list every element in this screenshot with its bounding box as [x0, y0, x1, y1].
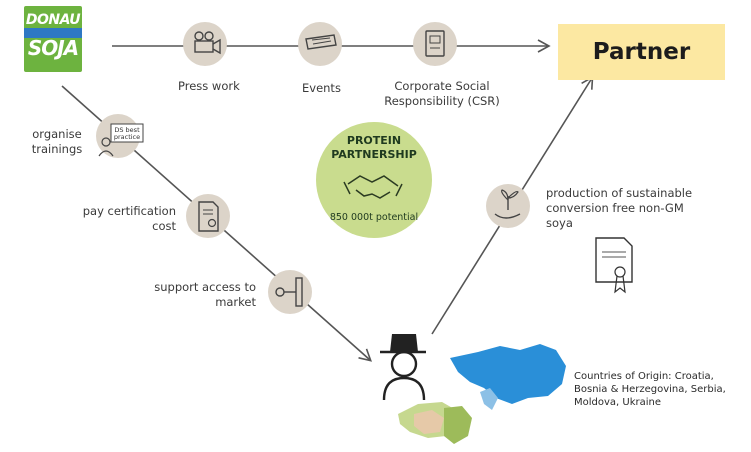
- badge-ds-best: DS best: [114, 126, 140, 134]
- protein-partnership-title: PROTEIN PARTNERSHIP: [331, 134, 417, 161]
- plant-hand-icon: [486, 184, 530, 228]
- countries-of-origin-label: Countries of Origin: Croatia, Bosnia & H…: [574, 371, 726, 408]
- certificate-icon: [186, 194, 230, 238]
- protein-partnership-potential: 850 000t potential: [329, 212, 419, 223]
- logo-line-soja: SOJA: [27, 36, 79, 60]
- label-support-access: support access to market: [154, 280, 256, 309]
- logo-line-donau: DONAU: [25, 12, 81, 28]
- farmer-icon: [380, 334, 426, 401]
- label-csr: Corporate Social Responsibility (CSR): [384, 79, 500, 108]
- badge-practice: practice: [114, 133, 140, 141]
- donau-soja-logo: DONAU SOJA: [24, 6, 82, 72]
- partner-box: Partner: [558, 24, 725, 80]
- label-press-work: Press work: [178, 79, 240, 93]
- origin-countries-map: [398, 344, 566, 444]
- ticket-icon: [298, 22, 342, 66]
- certificate-document-icon: [595, 237, 633, 294]
- label-pay-certification: pay certification cost: [82, 204, 176, 233]
- label-events: Events: [302, 81, 341, 95]
- key-icon: [268, 270, 312, 314]
- camera-icon: [183, 22, 227, 66]
- logo-wave: [24, 28, 82, 38]
- handshake-icon: [343, 175, 403, 199]
- label-production: production of sustainable conversion fre…: [546, 186, 693, 230]
- label-organise-trainings: organise trainings: [31, 127, 83, 156]
- best-practice-icon: DS best practice: [96, 114, 144, 158]
- book-icon: [413, 22, 457, 66]
- protein-partnership-circle: [316, 122, 432, 238]
